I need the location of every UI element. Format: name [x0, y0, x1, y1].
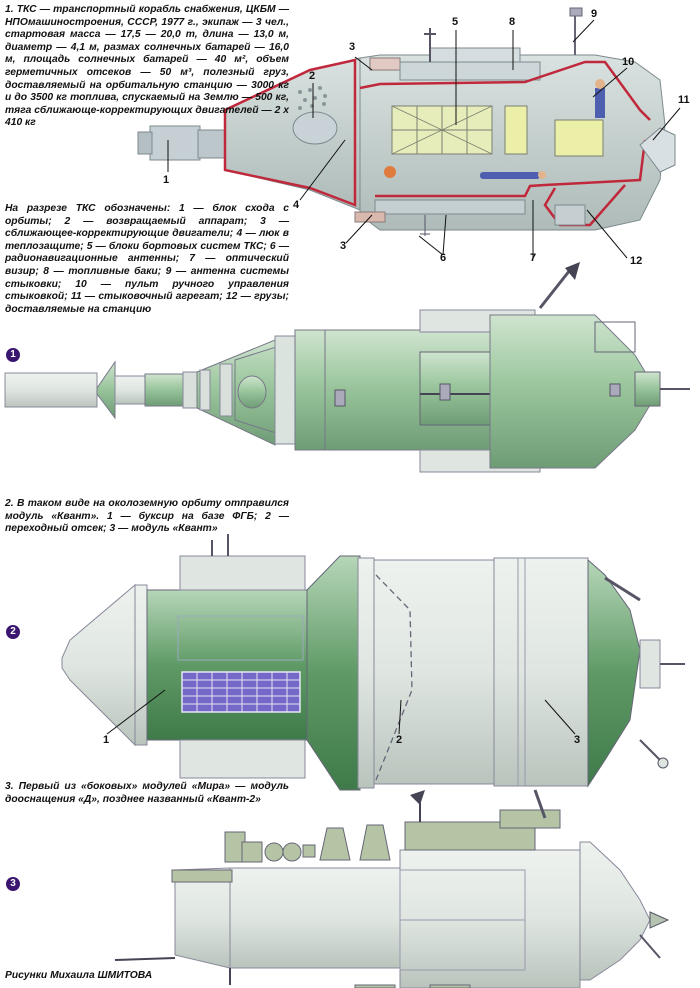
- pressure-hull-line: [223, 58, 357, 207]
- figure-number-badge-1: 1: [6, 348, 20, 362]
- callout-label: 8: [509, 16, 516, 28]
- tks-side-view: [4, 262, 690, 473]
- callout-label: 7: [530, 252, 537, 264]
- callout-label: 3: [340, 240, 347, 252]
- figure-number-badge-2: 2: [6, 625, 20, 639]
- callout-label: 3: [574, 734, 581, 746]
- figure1-leader-lines: [167, 19, 681, 259]
- figure-number-badge-3: 3: [6, 877, 20, 891]
- callout-label: 5: [452, 16, 459, 28]
- callout-label: 6: [440, 252, 447, 264]
- tks-cutaway-drawing: [137, 7, 676, 236]
- kvant2-equipment: [171, 809, 561, 988]
- figure2-leader-lines: [106, 689, 576, 735]
- solar-panel-grid: [181, 671, 301, 713]
- callout-label: 1: [103, 734, 110, 746]
- figure1-legend: На разрезе ТКС обозначены: 1 — блок сход…: [5, 203, 289, 315]
- deorbit-block-shape: [149, 125, 201, 161]
- callout-label: 11: [678, 94, 690, 106]
- callout-label: 1: [163, 174, 170, 186]
- callout-label: 3: [349, 41, 356, 53]
- callout-label: 2: [309, 70, 316, 82]
- cosmonaut-figure: [595, 88, 605, 118]
- figure3-caption: 3. Первый из «боковых» модулей «Мира» — …: [5, 781, 289, 805]
- callout-label: 10: [622, 56, 635, 68]
- kvant-assembly-view: [61, 534, 685, 791]
- illustration-credit: Рисунки Михаила ШМИТОВА: [5, 970, 153, 981]
- figure1-caption: 1. ТКС — транспортный корабль снабжения,…: [5, 4, 289, 129]
- callout-label: 4: [293, 199, 300, 211]
- callout-label: 9: [591, 8, 598, 20]
- figure2-caption: 2. В таком виде на околоземную орбиту от…: [5, 498, 289, 535]
- kvant2-module-view: [114, 789, 670, 988]
- callout-label: 12: [630, 255, 643, 267]
- callout-label: 2: [396, 734, 403, 746]
